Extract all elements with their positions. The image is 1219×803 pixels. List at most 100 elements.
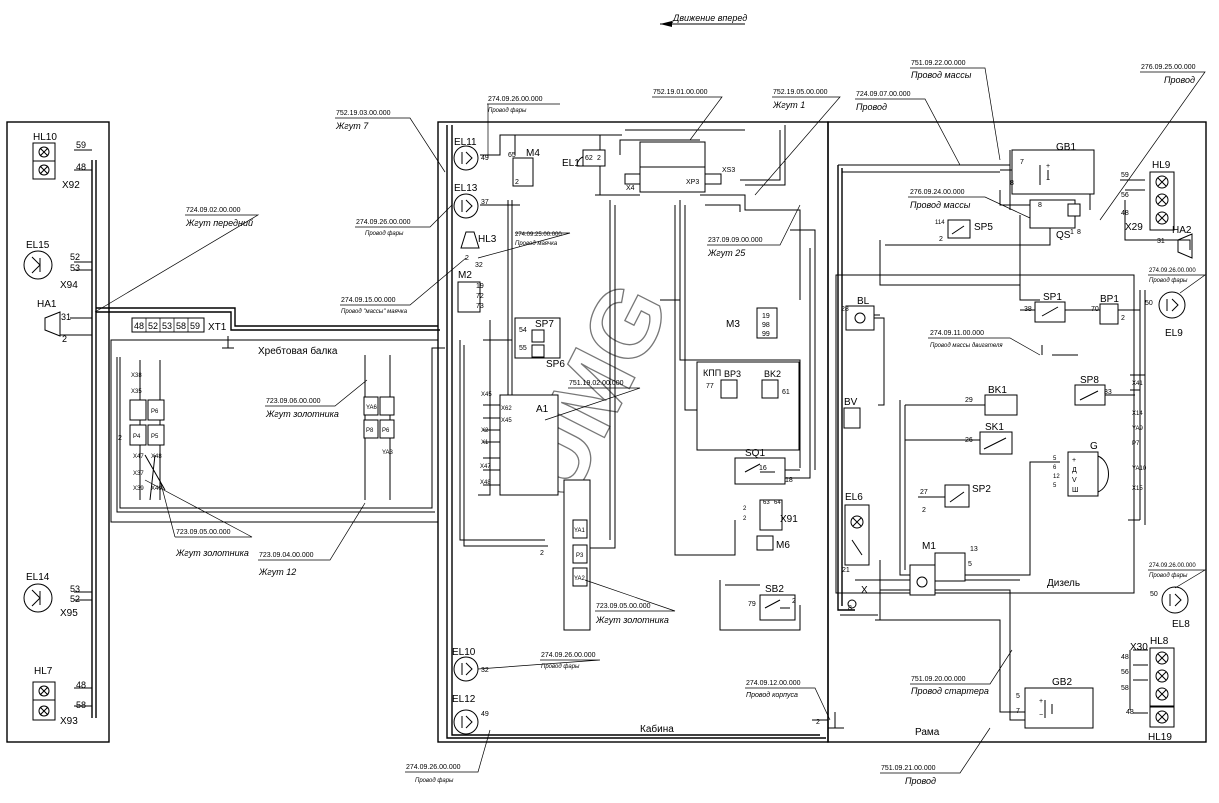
- generator-terminal: Ш: [1072, 487, 1078, 494]
- harness-pin: P3: [576, 553, 584, 559]
- callout-name: Жгут золотника: [595, 615, 669, 625]
- label-bp3: BP3: [724, 369, 741, 379]
- callout-code: 751.09.22.00.000: [911, 60, 966, 67]
- bk1-sensor-icon: [984, 394, 1018, 416]
- hl9-lamp-icon: [1149, 171, 1175, 231]
- wire-number: 53: [70, 263, 80, 273]
- callout-name: Провод фары: [415, 778, 454, 784]
- wire-number: 59: [190, 321, 200, 331]
- label-sb2: SB2: [765, 584, 784, 595]
- ha1-horn-icon: [44, 311, 61, 337]
- wire-number: 16: [759, 465, 767, 472]
- label-gb2: GB2: [1052, 677, 1072, 688]
- wire-number: 63: [763, 500, 770, 506]
- wire-number: 2: [743, 516, 747, 522]
- wire-number: 72: [476, 293, 484, 300]
- callout-code: 274.09.25.00.000: [515, 232, 562, 238]
- label-hl8: HL8: [1150, 636, 1169, 647]
- el11-headlamp-icon: [453, 145, 479, 171]
- symbols: [23, 141, 1193, 735]
- harness-pin: X40: [151, 486, 162, 492]
- callout-name: Провод корпуса: [746, 691, 798, 699]
- hl7-lamp-icon: [32, 681, 56, 721]
- label-bp1: BP1: [1100, 294, 1119, 305]
- harness-pin: X38: [131, 373, 142, 379]
- wire-number: 52: [70, 594, 80, 604]
- wire-number: 18: [785, 477, 793, 484]
- callout-name: Жгут 7: [335, 121, 369, 131]
- ha2-horn-icon: [1177, 233, 1193, 259]
- callout-name: Провод массы: [910, 200, 971, 210]
- callout-code: 752.19.03.00.000: [336, 110, 391, 117]
- wire-number: 58: [76, 700, 86, 710]
- el1-lamp-icon: [576, 149, 606, 167]
- label-bk2: BK2: [764, 369, 781, 379]
- el14-headlamp-icon: [23, 583, 53, 613]
- harness-pin: P7: [1132, 441, 1140, 447]
- wire-number: 48: [1121, 654, 1129, 661]
- wire-number: 1: [1070, 229, 1074, 236]
- gb1-battery-icon: [1011, 149, 1095, 195]
- wire-number: 2: [515, 179, 519, 186]
- wire-number: 48: [76, 162, 86, 172]
- callout-code: 276.09.25.00.000: [1141, 64, 1196, 71]
- wire-number: 55: [519, 345, 527, 352]
- label-sq1: SQ1: [745, 448, 765, 459]
- wire-number: 48: [134, 321, 144, 331]
- harness-pin: P6: [382, 428, 390, 434]
- connector-pin: X45: [501, 418, 512, 424]
- wire-number: 31: [61, 312, 71, 322]
- el13-headlamp-icon: [453, 193, 479, 219]
- callout-name: Провод маячка: [515, 241, 558, 247]
- spine-zone-frame: [110, 339, 439, 523]
- wire-number: 61: [782, 389, 790, 396]
- callout-code: 274.09.26.00.000: [356, 219, 411, 226]
- callout-code: 237.09.09.00.000: [708, 237, 763, 244]
- callout-code: 274.09.26.00.000: [406, 764, 461, 771]
- harness-pin: X41: [1132, 381, 1143, 387]
- hl8-lamp-icon: [1149, 647, 1175, 707]
- bl-sensor-icon: [845, 305, 875, 331]
- xt1-terminal-icon: [131, 317, 234, 349]
- callout-code: 274.09.26.00.000: [1149, 563, 1196, 569]
- wire-number: 98: [762, 322, 770, 329]
- callout-code: 274.09.11.00.000: [930, 330, 984, 337]
- wire-number: 52: [148, 321, 158, 331]
- connector-pin: X48: [480, 480, 491, 486]
- callout-code: 751.09.21.00.000: [881, 765, 936, 772]
- wire-number: 65: [508, 152, 516, 159]
- sp1-sensor-icon: [1034, 301, 1066, 323]
- kpp-gearbox-block: [696, 361, 800, 451]
- wire-number: 49: [481, 155, 489, 162]
- m2-motor-icon: [457, 281, 481, 313]
- callout-name: Жгут передний: [185, 218, 253, 228]
- callout-name: Провод стартера: [911, 686, 989, 696]
- label-sp2: SP2: [972, 484, 991, 495]
- callout-name: Провод фары: [1149, 573, 1188, 579]
- wire-number: 49: [481, 711, 489, 718]
- label-bv: BV: [844, 397, 858, 408]
- sq1-switch-icon: [734, 457, 786, 485]
- callout-code: 723.09.06.00.000: [266, 398, 321, 405]
- wire-number: 58: [176, 321, 186, 331]
- label-x95: X95: [60, 608, 78, 619]
- callout-code: 724.09.02.00.000: [186, 207, 241, 214]
- label-sp8: SP8: [1080, 375, 1099, 386]
- zone-diesel-label: Дизель: [1047, 578, 1080, 589]
- wire-number: 50: [1145, 300, 1153, 307]
- callout-name: Жгут 1: [772, 100, 805, 110]
- label-hl7: HL7: [34, 666, 53, 677]
- el15-headlamp-icon: [23, 250, 53, 280]
- wire-number: 31: [1157, 238, 1165, 245]
- harness-pin: X37: [133, 471, 144, 477]
- wire-number: 29: [965, 397, 973, 404]
- wire-number: 2: [62, 334, 67, 344]
- wire-number: 2: [792, 598, 796, 605]
- label-qs: QS: [1056, 230, 1071, 241]
- wire-number: 13: [970, 546, 978, 553]
- zone-cab-label: Кабина: [640, 723, 674, 735]
- label-hl3: HL3: [478, 234, 497, 245]
- label-xt1: XT1: [208, 322, 227, 333]
- connector-pin: X62: [501, 406, 512, 412]
